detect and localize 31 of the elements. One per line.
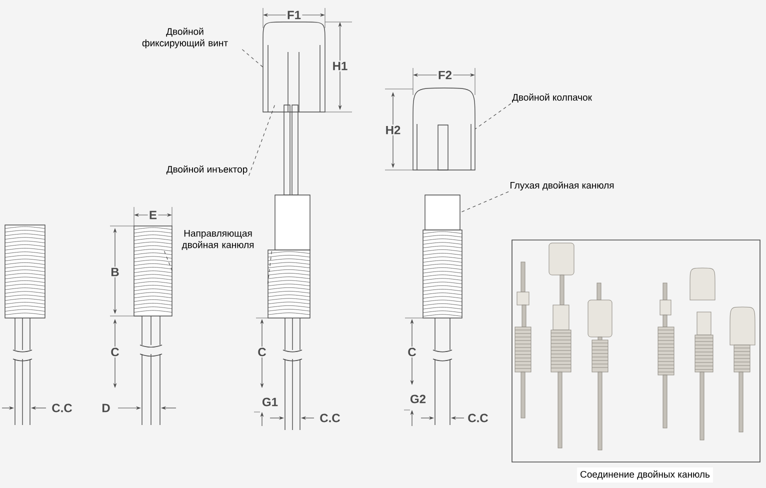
dimension-label: D [100, 402, 112, 414]
dimension-label: C [406, 346, 418, 358]
cap-drawing [412, 88, 476, 170]
part-label: Глухая двойная канюля [510, 181, 614, 191]
photo-caption: Соединение двойных канюль [577, 468, 713, 482]
leader-line [242, 49, 264, 68]
screw-drawing [262, 22, 326, 112]
dimension-label: H1 [331, 60, 349, 72]
leader-line [248, 104, 276, 176]
dimension-label: C [256, 346, 268, 358]
part-label: Двойной фиксирующий винт [142, 28, 228, 48]
dimension-label: C [109, 346, 121, 358]
leader-line [460, 191, 509, 213]
leader-line [164, 250, 172, 272]
part-label: Направляющая двойная канюля [182, 230, 254, 250]
dimension-label: G2 [408, 394, 428, 404]
dimension-label: C.C [50, 402, 74, 414]
dimension-label: C.C [466, 412, 490, 424]
injector-drawing [274, 104, 310, 250]
leader-line [268, 250, 272, 284]
dimension-label: C.C [318, 412, 342, 424]
dimension-label: H2 [384, 124, 402, 136]
leader-line [474, 103, 512, 130]
dimension-label: E [148, 210, 158, 220]
guide-cannula-drawing [134, 226, 172, 426]
part-label: Двойной колпачок [512, 94, 592, 102]
dimension-label: F1 [286, 10, 302, 20]
dimension-label: G1 [260, 396, 280, 408]
dimension-label: B [109, 266, 121, 278]
dimension-label: F2 [436, 70, 454, 80]
part-label: Двойной инъектор [166, 165, 248, 175]
